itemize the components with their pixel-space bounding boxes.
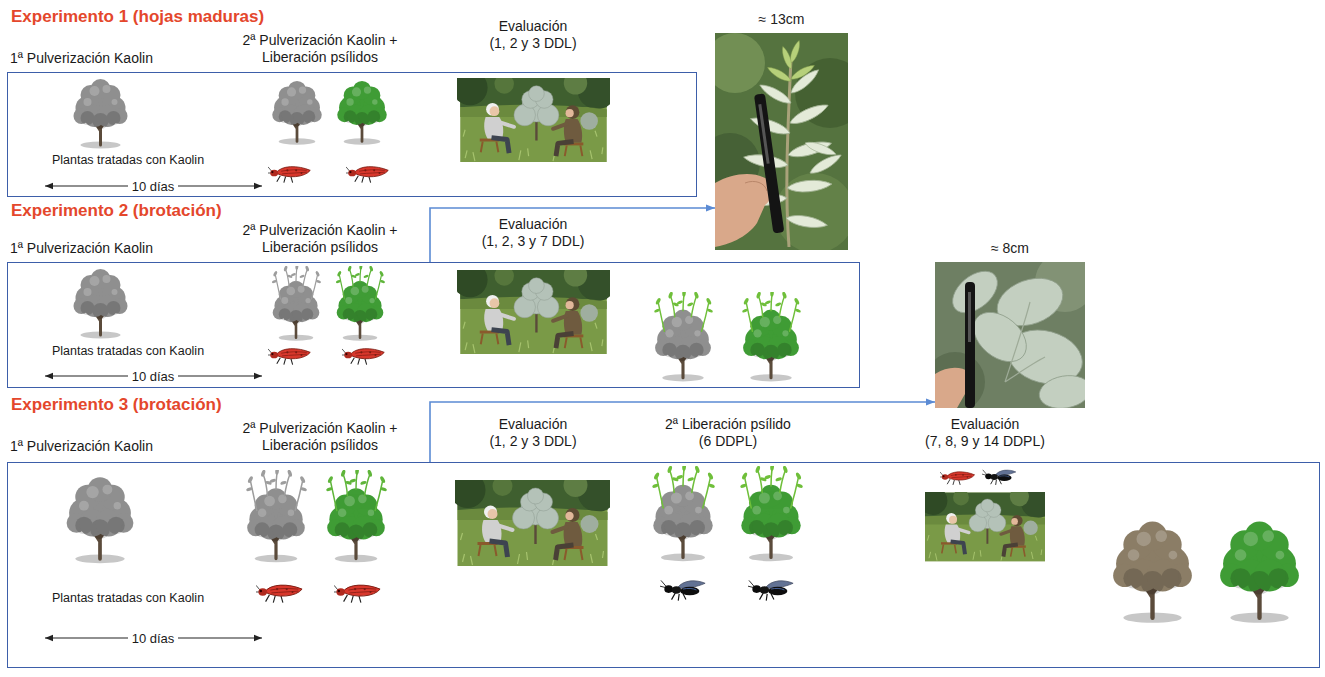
evaluation-photo [919, 486, 1053, 561]
step-label: 2ª Pulverización Kaolin + Liberación psí… [228, 420, 412, 454]
size-label: ≈ 13cm [715, 11, 848, 28]
control-sprouting-tree [336, 264, 386, 341]
psyllid-icon [346, 167, 388, 183]
experiment-heading: Experimento 2 (brotación) [11, 201, 222, 221]
timing-label: (1, 2, 3 y 7 DDL) [482, 233, 585, 250]
step-label: 2ª Liberación psílido [665, 416, 791, 433]
psyllid-icon [940, 472, 975, 485]
timing-label: (6 DDPL) [699, 433, 757, 450]
kaolin-tree [272, 81, 322, 145]
evaluation-photo [452, 262, 616, 354]
step-label: 1ª Pulverización Kaolin [10, 50, 153, 67]
size-label: ≈ 8cm [935, 240, 1085, 257]
photo-frame: ≈ 8cm [935, 262, 1085, 408]
leaf-photo [925, 252, 1095, 412]
step-label: Evaluación [499, 216, 568, 233]
control-tree [1220, 521, 1299, 622]
duration-arrow [45, 375, 262, 376]
timing-label: (1, 2 y 3 DDL) [489, 35, 576, 52]
photo-frame: ≈ 13cm [715, 33, 848, 250]
control-tree [337, 81, 387, 145]
step-label: 2ª Pulverización Kaolin + Liberación psí… [228, 32, 412, 66]
duration-arrow [45, 185, 262, 186]
timing-label: (7, 8, 9 y 14 DDPL) [925, 433, 1045, 450]
psyllid-icon [256, 585, 302, 602]
duration-arrow [45, 637, 262, 638]
note-label: Plantas tratadas con Kaolin [52, 343, 204, 360]
leaf-photo [700, 33, 865, 253]
duration-label: 10 días [128, 368, 179, 385]
experiment-box: Experimento 3 (brotación) [7, 462, 1320, 668]
kaolin-tree [67, 477, 134, 563]
kaolin-sprouting-tree [246, 467, 308, 562]
kaolin-sprouting-tree [652, 463, 715, 561]
note-label: Plantas tratadas con Kaolin [52, 590, 204, 607]
step-label: Evaluación [499, 18, 568, 35]
connector-arrow [430, 402, 935, 462]
psyllid-icon [268, 167, 310, 183]
control-sprouting-tree [326, 467, 388, 562]
psyllid-icon [334, 585, 380, 602]
control-sprouting-tree [742, 289, 802, 381]
parasitoid-icon [748, 580, 793, 600]
step-label: 2ª Pulverización Kaolin + Liberación psí… [228, 222, 412, 256]
psyllid-icon [268, 349, 310, 365]
step-label: Evaluación [951, 416, 1020, 433]
evaluation-photo [452, 70, 616, 162]
parasitoid-icon [982, 470, 1016, 485]
evaluation-photo [450, 472, 618, 566]
step-label: 1ª Pulverización Kaolin [10, 240, 153, 257]
connector-arrow [430, 208, 715, 262]
parasitoid-icon [660, 580, 705, 600]
damaged-tree [1113, 521, 1192, 622]
step-label: Evaluación [499, 416, 568, 433]
duration-label: 10 días [128, 178, 179, 195]
kaolin-sprouting-tree [654, 289, 714, 381]
duration-label: 10 días [128, 630, 179, 647]
experiment-heading: Experimento 1 (hojas maduras) [11, 7, 264, 27]
timing-label: (1, 2 y 3 DDL) [489, 433, 576, 450]
psyllid-icon [342, 349, 384, 365]
kaolin-sprouting-tree [272, 264, 322, 341]
control-sprouting-tree [740, 463, 803, 561]
kaolin-tree [74, 79, 128, 149]
experiment-box: Experimento 2 (brotación) [7, 262, 860, 388]
experiment-heading: Experimento 3 (brotación) [11, 395, 222, 415]
note-label: Plantas tratadas con Kaolin [52, 152, 204, 169]
kaolin-tree [74, 269, 128, 339]
experiment-box: Experimento 1 (hojas maduras) [7, 72, 697, 197]
step-label: 1ª Pulverización Kaolin [10, 438, 153, 455]
